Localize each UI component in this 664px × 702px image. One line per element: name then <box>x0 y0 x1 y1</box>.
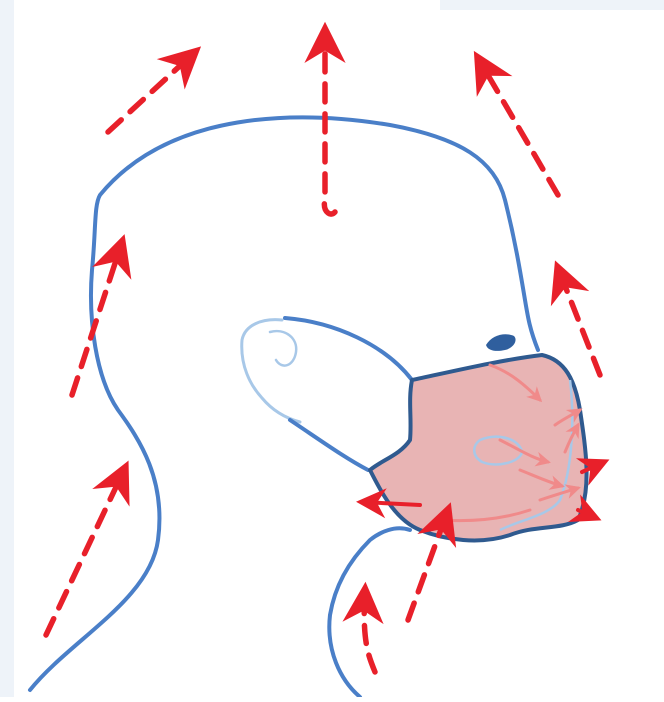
ear-outline <box>242 320 300 422</box>
outer-airflow-group <box>46 30 600 672</box>
nose-tip <box>486 334 516 351</box>
airflow-arrow <box>364 590 375 672</box>
edge-tint-top <box>440 0 664 10</box>
mask-strap-upper <box>285 318 412 380</box>
airflow-arrow <box>478 58 558 195</box>
airflow-arrow <box>72 242 122 395</box>
edge-tint-left <box>0 0 14 697</box>
airflow-arrow <box>558 268 600 375</box>
face-mask <box>370 355 587 540</box>
airflow-arrow <box>324 30 335 214</box>
mask-strap-lower <box>290 420 368 470</box>
neck-outline <box>329 528 410 697</box>
airflow-arrow <box>108 52 195 132</box>
ear-inner <box>270 331 296 365</box>
